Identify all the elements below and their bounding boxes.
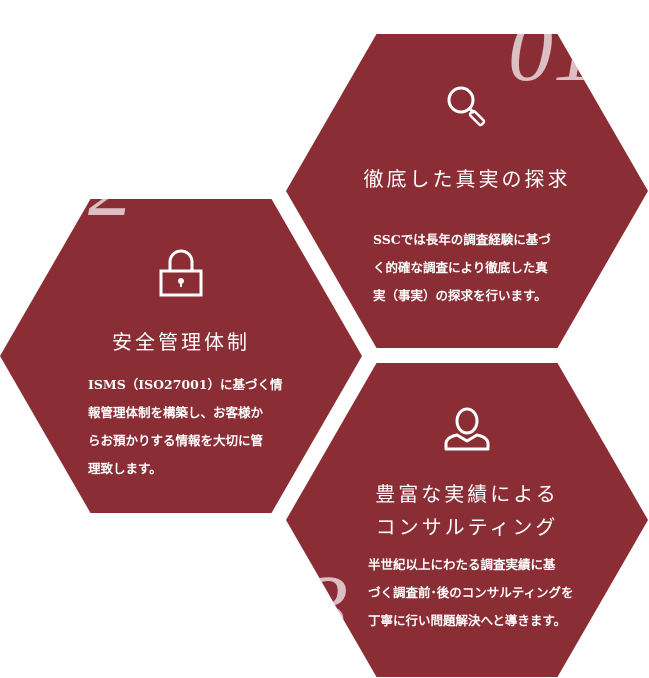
card-body: ISMS（ISO27001）に基づく情報管理体制を構築し、お客様からお預かりする…: [88, 377, 283, 476]
card-number: 2: [88, 136, 133, 235]
card-title: 徹底した真実の探求: [363, 167, 571, 191]
card-security-management: 2 安全管理体制 ISMS（ISO27001）に基づく情報管理体制を構築し、お客…: [0, 199, 362, 513]
lock-icon: [159, 249, 203, 297]
card-truth-pursuit: 01 徹底した真実の探求 SSCでは長年の調査経験に基づく的確な調査により徹底し…: [286, 34, 648, 348]
search-icon: [447, 86, 486, 127]
card-number: 3: [304, 558, 349, 657]
person-icon: [444, 407, 490, 451]
card-title: 豊富な実績によるコンサルティング: [375, 482, 559, 539]
card-body: 半世紀以上にわたる調査実績に基づく調査前･後のコンサルティングを丁寧に行い問題解…: [368, 557, 574, 628]
card-title: 安全管理体制: [112, 330, 250, 354]
card-body: SSCでは長年の調査経験に基づく的確な調査により徹底した真実（事実）の探求を行い…: [373, 232, 551, 303]
card-consulting: 3 豊富な実績によるコンサルティング 半世紀以上にわたる調査実績に基づく調査前･…: [286, 363, 648, 677]
card-number: 01: [508, 1, 598, 100]
